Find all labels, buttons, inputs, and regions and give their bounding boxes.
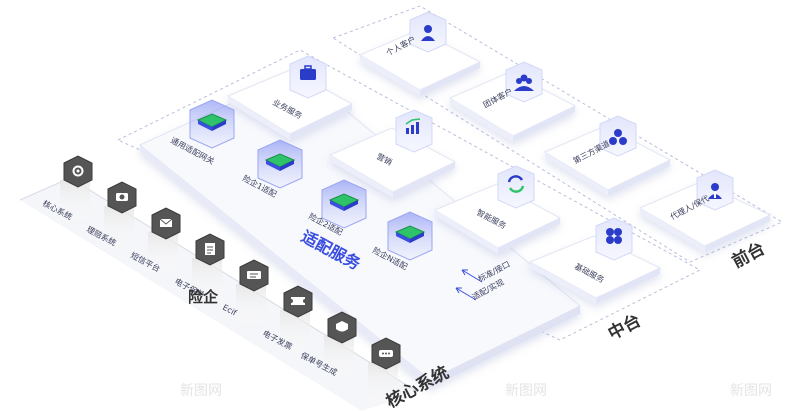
agent-icon — [708, 183, 722, 199]
front-cube-group — [505, 61, 543, 103]
svg-text:新图网: 新图网 — [505, 383, 547, 399]
adapter-cube-2[interactable] — [321, 179, 367, 229]
core-key-gear[interactable] — [60, 155, 93, 225]
core-key-ticket[interactable] — [280, 285, 313, 355]
front-tile-personal[interactable] — [358, 29, 482, 96]
middle-tile-basic[interactable] — [528, 235, 662, 304]
front-tile-group[interactable] — [448, 71, 577, 142]
adapter-cube-n[interactable] — [387, 211, 433, 261]
middle-cube-business — [289, 55, 327, 99]
middle-tile-business[interactable] — [226, 69, 354, 140]
badge-icon — [336, 321, 348, 332]
camera-icon — [116, 193, 128, 201]
middle-cube-smart — [497, 165, 535, 209]
core-key-badge[interactable] — [324, 311, 357, 381]
middle-cube-marketing — [395, 109, 433, 153]
core-key-document[interactable] — [192, 233, 225, 303]
front-tile-third-party[interactable] — [543, 125, 672, 196]
legend-arrows — [455, 269, 483, 301]
adapter-cube-1[interactable] — [257, 139, 303, 189]
core-key-more[interactable] — [368, 337, 401, 407]
front-cube-third-party — [599, 115, 637, 157]
middle-tile-smart[interactable] — [433, 183, 562, 254]
front-layer-region — [331, 5, 784, 263]
mail-icon — [159, 218, 173, 227]
ticket-icon — [289, 297, 307, 305]
group-icon — [514, 74, 534, 91]
layer-label-middle: 中台 — [604, 310, 644, 345]
channels-icon — [609, 129, 627, 145]
watermark: 新图网 新图网 新图网 — [180, 383, 772, 399]
person-icon — [421, 25, 435, 41]
core-keys — [60, 155, 401, 407]
adapter-cube-gateway[interactable] — [189, 99, 235, 149]
front-cube-agent — [696, 169, 734, 211]
svg-text:新图网: 新图网 — [730, 383, 772, 399]
front-cube-personal — [409, 11, 447, 53]
middle-cube-basic — [595, 217, 633, 261]
four-petals-icon — [606, 228, 622, 244]
middle-tile-marketing[interactable] — [328, 127, 457, 198]
id-card-icon — [247, 271, 261, 279]
refresh-arrows-icon — [507, 175, 525, 193]
growth-chart-icon — [405, 118, 421, 134]
core-key-camera[interactable] — [104, 181, 137, 251]
layer-label-enterprise: 险企 — [188, 288, 219, 306]
document-icon — [205, 243, 215, 255]
core-key-mail[interactable] — [148, 207, 181, 277]
gear-icon — [72, 165, 84, 177]
front-tile-agent[interactable] — [638, 181, 772, 252]
more-dots-icon — [379, 350, 393, 357]
core-key-id[interactable] — [236, 259, 269, 329]
briefcase-icon — [300, 65, 316, 80]
svg-text:新图网: 新图网 — [180, 383, 222, 399]
